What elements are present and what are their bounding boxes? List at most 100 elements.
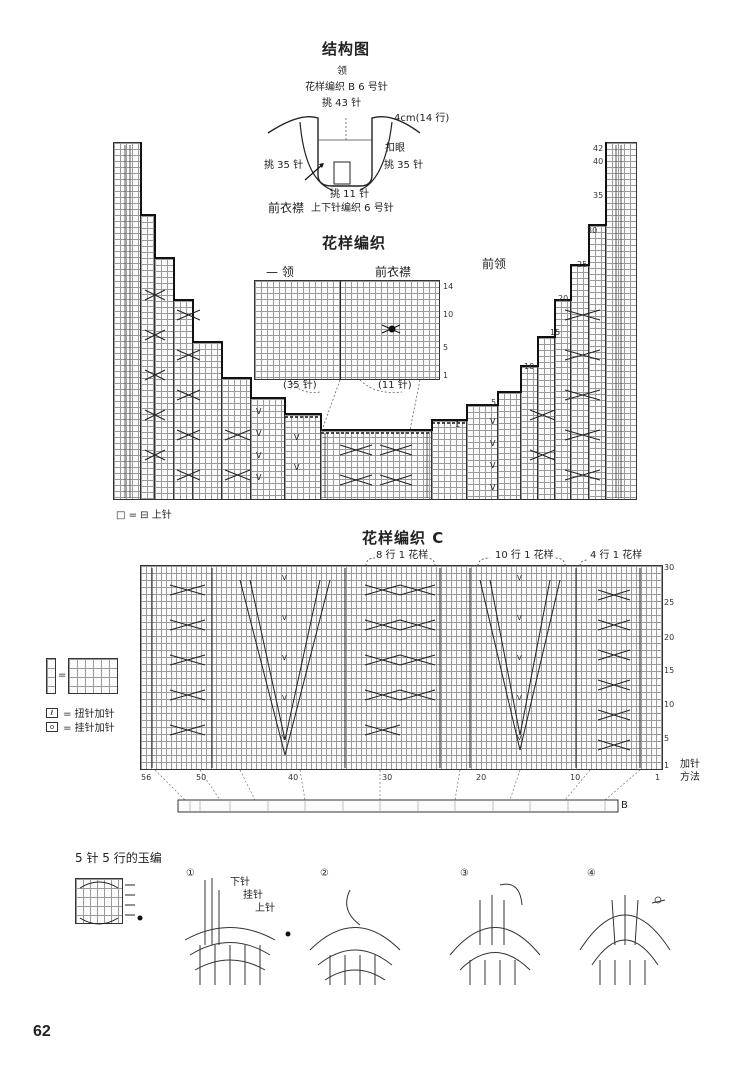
svg-text:V: V bbox=[282, 694, 287, 702]
upper-row-1: 1 bbox=[455, 420, 461, 429]
page-number: 62 bbox=[33, 1023, 51, 1040]
repeat-10-label: 10 行 1 花样 bbox=[495, 550, 554, 561]
svg-text:V: V bbox=[256, 407, 262, 416]
collar-inset-chart bbox=[254, 280, 440, 380]
c-stitch-30: 30 bbox=[382, 773, 393, 782]
inset-row-10: 10 bbox=[443, 310, 454, 319]
twist-increase-icon: ℓ bbox=[46, 707, 58, 718]
front-neck-label: 前领 bbox=[482, 257, 507, 271]
placket-label: 前衣襟 bbox=[268, 201, 305, 215]
inset-divider bbox=[340, 280, 341, 380]
neck-chart-label: — 领 bbox=[266, 265, 294, 279]
svg-text:V: V bbox=[517, 734, 522, 742]
pattern-title: 花样编织 bbox=[322, 234, 387, 252]
legend-cable-column bbox=[46, 658, 56, 694]
c-stitch-40: 40 bbox=[288, 773, 299, 782]
left-chart-col-1 bbox=[113, 142, 141, 500]
pick-43-label: 挑 43 针 bbox=[322, 98, 362, 109]
repeat-4-label: 4 行 1 花样 bbox=[590, 550, 643, 561]
c-row-10: 10 bbox=[664, 700, 675, 709]
upper-row-20: 20 bbox=[558, 294, 569, 303]
svg-text:V: V bbox=[256, 451, 262, 460]
c-row-15: 15 bbox=[664, 666, 675, 675]
b-label: B bbox=[621, 800, 628, 811]
inset-left-count: (35 针) bbox=[283, 380, 317, 391]
svg-text:V: V bbox=[294, 463, 300, 472]
svg-text:V: V bbox=[256, 429, 262, 438]
purl-legend: □ = ⊟ 上针 bbox=[116, 510, 172, 521]
c-stitch-10: 10 bbox=[570, 773, 581, 782]
knit-label: 下针 bbox=[230, 877, 250, 888]
legend-equals: = bbox=[58, 670, 67, 681]
yarn-over-label: 挂针 bbox=[243, 890, 263, 901]
inset-row-14: 14 bbox=[443, 282, 454, 291]
upper-row-40: 40 bbox=[593, 157, 604, 166]
increase-method-label: 加针 方法 bbox=[680, 759, 700, 783]
step-3: ③ bbox=[460, 868, 469, 879]
right-chart-col-7 bbox=[570, 265, 589, 500]
left-chart-col-5 bbox=[192, 342, 222, 500]
upper-row-35: 35 bbox=[593, 191, 604, 200]
left-chart-col-2 bbox=[140, 215, 155, 500]
placket-chart-label: 前衣襟 bbox=[375, 265, 412, 279]
bobble-title: 5 针 5 行的玉编 bbox=[75, 851, 162, 865]
right-chart-col-1 bbox=[431, 420, 467, 500]
upper-row-5: 5 bbox=[491, 398, 497, 407]
svg-text:V: V bbox=[490, 461, 496, 470]
purl-label: 上针 bbox=[255, 903, 275, 914]
svg-text:V: V bbox=[256, 473, 262, 482]
placket-stitch-label: 上下针编织 6 号针 bbox=[311, 203, 394, 214]
svg-text:V: V bbox=[490, 417, 496, 426]
svg-text:V: V bbox=[517, 574, 522, 582]
center-chart bbox=[320, 430, 432, 500]
svg-text:V: V bbox=[490, 439, 496, 448]
c-stitch-56: 56 bbox=[141, 773, 152, 782]
upper-row-15: 15 bbox=[550, 328, 561, 337]
svg-text:V: V bbox=[517, 654, 522, 662]
pick-35-left-label: 挑 35 针 bbox=[264, 160, 304, 171]
c-row-1: 1 bbox=[664, 761, 670, 770]
svg-text:V: V bbox=[282, 614, 287, 622]
svg-text:V: V bbox=[517, 694, 522, 702]
upper-row-25: 25 bbox=[577, 260, 588, 269]
buttonhole-label: 扣眼 bbox=[385, 143, 405, 154]
inset-row-5: 5 bbox=[443, 343, 449, 352]
upper-row-30: 30 bbox=[587, 226, 598, 235]
c-stitch-1: 1 bbox=[655, 773, 661, 782]
svg-text:V: V bbox=[294, 433, 300, 442]
yarn-over-increase-legend: o = 挂针加针 bbox=[46, 716, 115, 735]
c-stitch-50: 50 bbox=[196, 773, 207, 782]
svg-text:V: V bbox=[517, 614, 522, 622]
pattern-c-title: 花样编织 C bbox=[362, 529, 445, 547]
upper-row-10: 10 bbox=[524, 362, 535, 371]
twist-increase-legend: ℓ = 扭针加针 bbox=[46, 702, 115, 721]
svg-text:V: V bbox=[282, 574, 287, 582]
structure-title: 结构图 bbox=[322, 40, 371, 58]
legend-cable-detail bbox=[68, 658, 118, 694]
c-row-5: 5 bbox=[664, 734, 670, 743]
c-row-30: 30 bbox=[664, 563, 675, 572]
inset-right-count: (11 针) bbox=[378, 380, 412, 391]
svg-text:V: V bbox=[282, 734, 287, 742]
step-1: ① bbox=[186, 868, 195, 879]
inset-row-1: 1 bbox=[443, 371, 449, 380]
c-stitch-20: 20 bbox=[476, 773, 487, 782]
pick-11-label: 挑 11 针 bbox=[330, 189, 370, 200]
pattern-c-chart bbox=[140, 565, 663, 770]
pick-35-right-label: 挑 35 针 bbox=[384, 160, 424, 171]
neck-label: 领 bbox=[337, 66, 347, 77]
c-row-20: 20 bbox=[664, 633, 675, 642]
c-row-25: 25 bbox=[664, 598, 675, 607]
left-chart-col-7 bbox=[250, 398, 285, 500]
upper-row-42: 42 bbox=[593, 144, 604, 153]
step-2: ② bbox=[320, 868, 329, 879]
repeat-8-label: 8 行 1 花样 bbox=[376, 550, 429, 561]
depth-label: 4cm(14 行) bbox=[394, 113, 450, 124]
right-chart-col-3 bbox=[497, 392, 521, 500]
svg-text:V: V bbox=[490, 483, 496, 492]
step-4: ④ bbox=[587, 868, 596, 879]
